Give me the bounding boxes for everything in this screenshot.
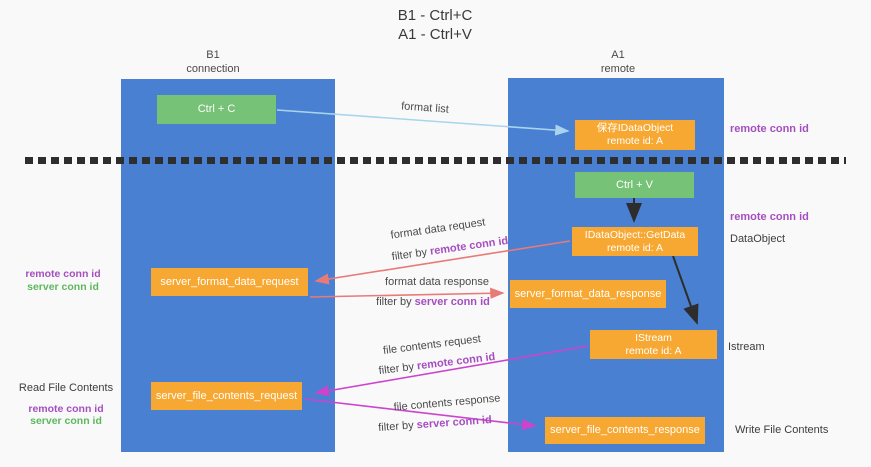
format-data-response-label: format data response (385, 276, 489, 288)
ctrl-c-node: Ctrl + C (157, 95, 276, 124)
save-idataobject-node: 保存IDataObject remote id: A (575, 120, 695, 150)
server-format-data-response-node: server_format_data_response (510, 280, 666, 308)
ctrl-c-label: Ctrl + C (197, 103, 236, 115)
server-file-contents-request-label: server_file_contents_request (155, 389, 298, 402)
annotation-read-file-contents: Read File Contents (18, 382, 114, 394)
server-file-contents-request-node: server_file_contents_request (151, 382, 302, 410)
server-conn-id-text: server conn id (414, 296, 490, 308)
annotation-remote-conn-id-bottom-left: remote conn id (28, 403, 104, 415)
remote-conn-id-text: remote conn id (416, 350, 496, 373)
filter-by-server-conn-id-label-1: filter by server conn id (376, 296, 490, 308)
right-column-name: A1 (611, 49, 625, 61)
save-idataobject-title: 保存IDataObject (596, 122, 674, 134)
annotation-write-file-contents: Write File Contents (735, 424, 829, 436)
getdata-title: IDataObject::GetData (584, 228, 686, 241)
getdata-remote-id: remote id: A (606, 241, 664, 254)
annotation-remote-conn-id-top-right: remote conn id (730, 123, 809, 135)
dashed-separator (25, 157, 846, 164)
right-column-subtitle: remote (600, 63, 636, 75)
annotation-istream: Istream (728, 341, 765, 353)
annotation-remote-conn-id-mid-left: remote conn id (25, 268, 101, 280)
istream-remote-id: remote id: A (625, 344, 682, 357)
annotation-server-conn-id-mid-left: server conn id (27, 281, 99, 293)
left-column-name: B1 (206, 49, 220, 61)
istream-title: IStream (635, 331, 672, 344)
ctrl-v-node: Ctrl + V (575, 172, 694, 198)
server-file-contents-response-node: server_file_contents_response (545, 417, 705, 444)
save-idataobject-remote-id: remote id: A (606, 135, 664, 147)
format-data-request-label: format data request (389, 216, 487, 242)
annotation-dataobject: DataObject (730, 233, 786, 245)
filter-by-text: filter by (376, 296, 415, 308)
remote-conn-id-text: remote conn id (429, 234, 509, 258)
server-conn-id-text: server conn id (416, 414, 493, 432)
ctrl-v-label: Ctrl + V (616, 178, 653, 191)
file-contents-response-label: file contents response (393, 392, 501, 414)
right-column-header: A1 remote (558, 48, 678, 76)
diagram-title: B1 - Ctrl+C A1 - Ctrl+V (300, 6, 570, 44)
idataobject-getdata-node: IDataObject::GetData remote id: A (572, 227, 698, 256)
left-column-header: B1 connection (153, 48, 273, 76)
server-format-data-request-node: server_format_data_request (151, 268, 308, 296)
istream-node: IStream remote id: A (590, 330, 717, 359)
format-list-label: format list (400, 100, 450, 116)
filter-by-text: filter by (377, 419, 418, 434)
annotation-remote-conn-id-mid-right: remote conn id (730, 211, 809, 223)
server-format-data-request-label: server_format_data_request (160, 275, 299, 288)
filter-by-text: filter by (391, 245, 431, 264)
server-file-contents-response-label: server_file_contents_response (550, 424, 700, 436)
filter-by-text: filter by (378, 360, 418, 378)
title-line-2: A1 - Ctrl+V (398, 26, 472, 43)
server-format-data-response-label: server_format_data_response (514, 287, 662, 300)
title-line-1: B1 - Ctrl+C (397, 7, 473, 24)
left-column-subtitle: connection (186, 63, 240, 75)
annotation-server-conn-id-bottom-left: server conn id (30, 415, 102, 427)
filter-by-server-conn-id-label-2: filter by server conn id (378, 414, 492, 434)
